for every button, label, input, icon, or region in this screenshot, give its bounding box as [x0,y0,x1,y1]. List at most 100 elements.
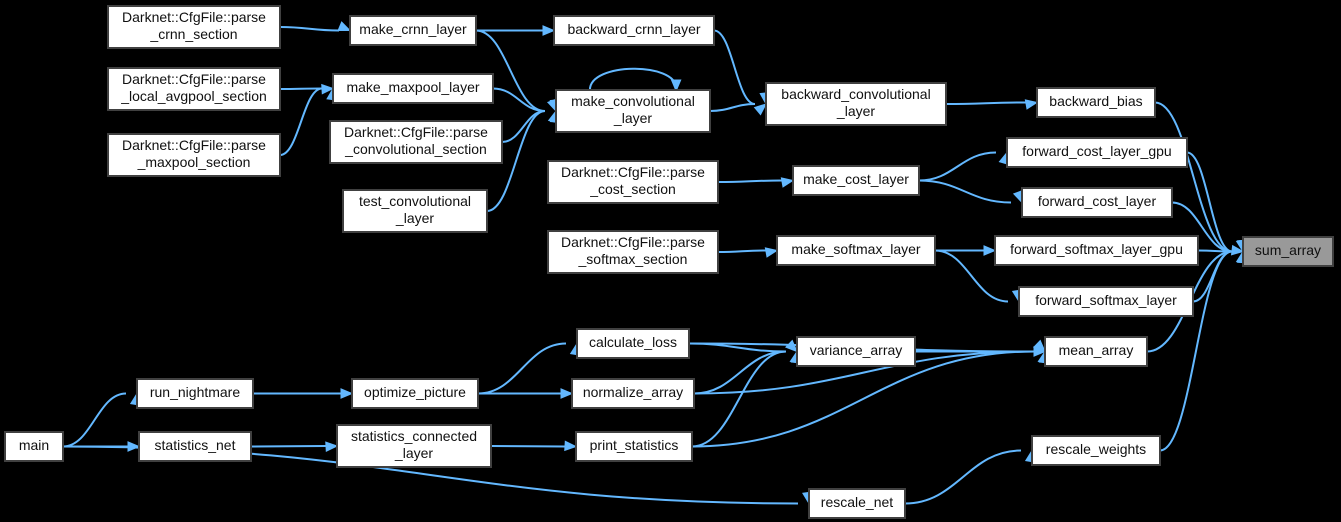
graph-node-forward_softmax_layer[interactable]: forward_softmax_layer [1018,286,1194,317]
edge-line [691,350,1035,448]
graph-node-parse_softmax_section[interactable]: Darknet::CfgFile::parse_softmax_section [547,230,719,274]
graph-node-parse_maxpool_section[interactable]: Darknet::CfgFile::parse_maxpool_section [107,133,281,177]
graph-node-variance_array[interactable]: variance_array [796,336,916,367]
node-label: backward_crnn_layer [567,21,700,37]
graph-edge [918,151,1009,182]
graph-node-rescale_net[interactable]: rescale_net [808,488,906,519]
node-box[interactable] [1036,87,1156,118]
graph-node-parse_crnn_section[interactable]: Darknet::CfgFile::parse_crnn_section [107,5,281,49]
graph-node-statistics_net[interactable]: statistics_net [138,431,252,462]
node-box[interactable] [349,15,477,46]
graph-node-calculate_loss[interactable]: calculate_loss [576,328,690,359]
graph-node-main[interactable]: main [4,431,64,462]
graph-node-statistics_connected_layer[interactable]: statistics_connected_layer [336,424,492,468]
graph-node-backward_bias[interactable]: backward_bias [1036,87,1156,118]
node-box[interactable] [796,336,916,367]
node-label: Darknet::CfgFile::parse [122,137,266,153]
edge-arrowhead [560,388,574,399]
graph-node-backward_convolutional[interactable]: backward_convolutional_layer [765,82,947,126]
graph-node-parse_cost_section[interactable]: Darknet::CfgFile::parse_cost_section [547,160,719,204]
graph-node-run_nightmare[interactable]: run_nightmare [136,378,254,409]
node-box[interactable] [107,5,281,49]
graph-node-print_statistics[interactable]: print_statistics [575,431,693,462]
node-box[interactable] [138,431,252,462]
graph-node-mean_array[interactable]: mean_array [1044,336,1148,367]
edge-arrowhead [1024,99,1039,110]
node-box[interactable] [4,431,64,462]
graph-edge [918,179,1023,204]
graph-node-make_cost_layer[interactable]: make_cost_layer [792,165,920,196]
graph-node-forward_softmax_layer_gpu[interactable]: forward_softmax_layer_gpu [994,235,1199,266]
graph-node-make_crnn_layer[interactable]: make_crnn_layer [349,15,477,46]
graph-edge [501,109,559,143]
edge-line [693,350,787,395]
node-box[interactable] [994,235,1199,266]
node-box[interactable] [1242,236,1334,267]
node-box[interactable] [576,328,690,359]
node-label: _softmax_section [578,251,688,267]
node-box[interactable] [571,378,695,409]
edge-line [492,87,546,112]
edge-line [1154,101,1233,253]
graph-node-make_convolutional_layer[interactable]: make_convolutional_layer [555,89,711,133]
graph-edge [1192,250,1247,303]
graph-node-forward_cost_layer[interactable]: forward_cost_layer [1021,187,1173,218]
node-box[interactable] [136,378,254,409]
graph-edge [490,440,578,452]
graph-edge [477,342,581,395]
node-box[interactable] [1018,286,1194,317]
edge-arrowhead [670,79,682,93]
graph-edge [1154,101,1248,253]
graph-edge [492,87,558,113]
node-box[interactable] [342,189,488,233]
node-box[interactable] [553,15,715,46]
node-box[interactable] [808,488,906,519]
node-label: make_crnn_layer [359,21,467,37]
graph-node-normalize_array[interactable]: normalize_array [571,378,695,409]
node-label: _layer [613,110,652,126]
node-label: normalize_array [583,384,683,400]
node-label: Darknet::CfgFile::parse [122,9,266,25]
node-box[interactable] [547,160,719,204]
node-box[interactable] [547,230,719,274]
node-box[interactable] [765,82,947,126]
graph-node-sum_array[interactable]: sum_array [1242,236,1334,267]
edge-line [250,445,327,448]
node-box[interactable] [575,431,693,462]
edge-arrowhead [780,177,795,188]
node-box[interactable] [555,89,711,133]
edge-line [693,350,1035,395]
node-box[interactable] [1044,336,1148,367]
graph-node-make_maxpool_layer[interactable]: make_maxpool_layer [332,73,494,104]
node-box[interactable] [776,235,936,266]
node-box[interactable] [329,120,503,164]
graph-node-make_softmax_layer[interactable]: make_softmax_layer [776,235,936,266]
graph-node-backward_crnn_layer[interactable]: backward_crnn_layer [553,15,715,46]
graph-node-parse_convolutional[interactable]: Darknet::CfgFile::parse_convolutional_se… [329,120,503,164]
edge-line [713,29,756,105]
graph-node-forward_cost_layer_gpu[interactable]: forward_cost_layer_gpu [1006,137,1188,168]
graph-edge [1159,250,1248,452]
graph-node-test_convolutional_layer[interactable]: test_convolutional_layer [342,189,488,233]
edge-arrowhead [1033,346,1047,357]
node-box[interactable] [332,73,494,104]
graph-edge [279,83,335,95]
node-label: sum_array [1255,242,1321,258]
node-box[interactable] [1021,187,1173,218]
graph-edge [717,247,779,258]
node-box[interactable] [792,165,920,196]
graph-node-optimize_picture[interactable]: optimize_picture [351,378,479,409]
node-box[interactable] [336,424,492,468]
graph-node-rescale_weights[interactable]: rescale_weights [1031,435,1161,466]
node-box[interactable] [107,133,281,177]
node-label: rescale_weights [1046,441,1146,457]
edge-arrowhead [337,21,352,32]
node-box[interactable] [351,378,479,409]
graph-edge [904,449,1036,505]
node-box[interactable] [1006,137,1188,168]
graph-node-parse_local_avgpool[interactable]: Darknet::CfgFile::parse_local_avgpool_se… [107,67,281,111]
node-box[interactable] [107,67,281,111]
node-box[interactable] [1031,435,1161,466]
node-label: make_convolutional [571,93,695,109]
